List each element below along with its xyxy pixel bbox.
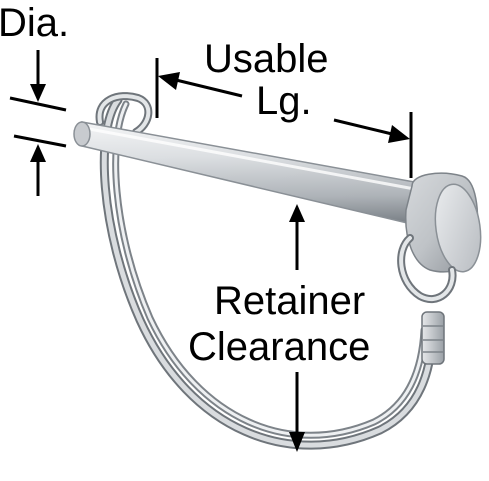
clearance-arrowhead-bottom bbox=[289, 432, 305, 452]
pin-body bbox=[73, 121, 421, 227]
usable-label-line1: Usable bbox=[204, 37, 329, 81]
clearance-label-line2: Clearance bbox=[188, 325, 370, 369]
dia-label: Dia. bbox=[0, 1, 69, 45]
usable-label-line2: Lg. bbox=[256, 79, 312, 123]
pin-tip bbox=[73, 121, 91, 147]
retainer-eye bbox=[397, 234, 457, 365]
usable-arrow-left-shaft bbox=[175, 78, 243, 98]
usable-arrowhead-left bbox=[158, 72, 180, 90]
dia-dimension bbox=[9, 50, 67, 196]
dia-arrowhead-bottom bbox=[30, 144, 46, 162]
crimp-sleeve bbox=[421, 311, 445, 365]
pin-head bbox=[405, 172, 482, 273]
retainer-label-line1: Retainer bbox=[214, 279, 365, 323]
dia-extension-bottom bbox=[13, 134, 67, 148]
usable-arrowhead-right bbox=[388, 125, 410, 143]
usable-arrow-right-shaft bbox=[333, 118, 393, 136]
dia-extension-top bbox=[9, 96, 67, 112]
retainer-clearance-dimension bbox=[289, 204, 305, 452]
clearance-arrowhead-top bbox=[289, 204, 305, 222]
dia-arrowhead-top bbox=[30, 84, 46, 102]
head-face bbox=[434, 183, 482, 273]
retainer-wire bbox=[95, 92, 437, 450]
usable-length-dimension bbox=[155, 58, 413, 178]
